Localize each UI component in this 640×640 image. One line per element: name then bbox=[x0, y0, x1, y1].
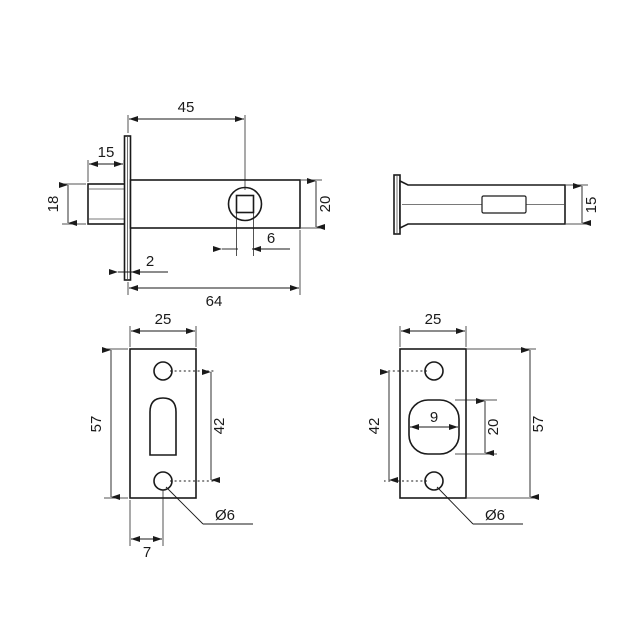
dim-label-br25: 25 bbox=[425, 311, 442, 328]
view-latch-plan: 15 bbox=[393, 174, 600, 235]
view-strike-plate-front: 25 42 9 20 57 Ø6 bbox=[366, 311, 547, 525]
dim-label-br42: 42 bbox=[366, 418, 383, 435]
view-latch-side-elevation: 45 15 18 2 20 6 64 bbox=[45, 99, 334, 310]
plan-slot-aperture bbox=[481, 195, 527, 214]
strike-hole-upper bbox=[424, 361, 444, 381]
dim-label-64: 64 bbox=[206, 293, 223, 310]
faceplate-hole-lower bbox=[153, 471, 173, 491]
dim-label-br57: 57 bbox=[530, 416, 547, 433]
strike-hole-lower bbox=[424, 471, 444, 491]
dim-label-bl25: 25 bbox=[155, 311, 172, 328]
dim-label-20: 20 bbox=[317, 196, 334, 213]
dim-label-6: 6 bbox=[267, 230, 275, 247]
latch-body bbox=[129, 179, 301, 229]
dim-label-br9: 9 bbox=[430, 409, 438, 426]
dim-label-15: 15 bbox=[98, 144, 115, 161]
dim-label-bl-dia6: Ø6 bbox=[215, 507, 235, 524]
dim-label-br20: 20 bbox=[485, 419, 502, 436]
latch-tailpiece bbox=[87, 183, 129, 225]
leader-bl-dia6 bbox=[165, 486, 204, 525]
dim-label-45: 45 bbox=[178, 99, 195, 116]
dim-label-br-dia6: Ø6 bbox=[485, 507, 505, 524]
dim-label-r15: 15 bbox=[583, 197, 600, 214]
leader-br-dia6 bbox=[436, 486, 474, 525]
dim-label-bl7: 7 bbox=[143, 544, 151, 561]
dim-label-bl42: 42 bbox=[211, 418, 228, 435]
spindle-hole-square bbox=[235, 194, 255, 214]
faceplate-tongue-aperture bbox=[149, 397, 177, 456]
view-faceplate-front: 25 57 42 Ø6 7 bbox=[88, 311, 253, 561]
faceplate-hole-upper bbox=[153, 361, 173, 381]
dim-label-bl57: 57 bbox=[88, 416, 105, 433]
dim-label-2: 2 bbox=[146, 253, 154, 270]
dim-label-18: 18 bbox=[45, 196, 62, 213]
